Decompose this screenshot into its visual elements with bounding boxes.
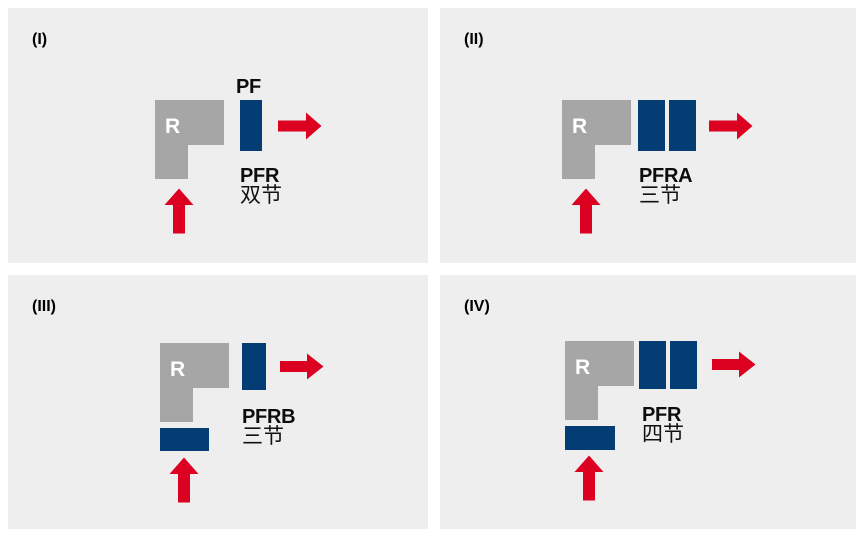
- caption-iii: PFRB 三节: [242, 406, 296, 449]
- module-code-label-pf: PF: [236, 76, 261, 98]
- robot-label-r: R: [575, 356, 591, 379]
- arrow-up-icon: [574, 455, 604, 501]
- arrow-right-icon: [709, 112, 753, 140]
- caption-cn-iv: 四节: [642, 423, 684, 447]
- module-bar-vertical-1: [242, 343, 266, 390]
- diagram-i: R PF PFR 双节: [8, 8, 428, 263]
- diagram-ii: R PFRA 三节: [440, 8, 856, 263]
- arrow-right-icon: [712, 351, 756, 378]
- module-bar-vertical-1: [240, 100, 262, 151]
- caption-i: PFR 双节: [240, 166, 282, 207]
- module-bar-vertical-2: [669, 100, 696, 151]
- panel-iv: (IV) R PFR 四节: [440, 275, 856, 529]
- arrow-up-icon: [164, 188, 194, 234]
- arrow-right-icon: [278, 112, 322, 140]
- module-bar-base: [160, 428, 209, 451]
- arrow-right-icon: [280, 353, 324, 380]
- arrow-up-icon: [169, 457, 199, 503]
- panel-i: (I) R PF: [8, 8, 428, 263]
- robot-arm-vertical: [160, 343, 193, 422]
- panel-iii: (III) R PFRB 三节: [8, 275, 428, 529]
- caption-cn-i: 双节: [240, 184, 282, 208]
- panel-label-iii: (III): [32, 298, 56, 315]
- arrow-up-icon: [571, 188, 601, 234]
- caption-iv: PFR 四节: [642, 405, 684, 446]
- robot-arm-vertical: [565, 341, 598, 420]
- caption-cn-ii: 三节: [639, 184, 681, 208]
- robot-label-r: R: [165, 115, 181, 138]
- panel-ii: (II) R PFRA 三节: [440, 8, 856, 263]
- caption-code-ii: PFRA: [639, 165, 693, 187]
- panel-label-ii: (II): [464, 31, 484, 48]
- caption-code-iv: PFR: [642, 404, 682, 426]
- robot-label-r: R: [170, 358, 186, 381]
- diagram-iv: R PFR 四节: [440, 275, 856, 529]
- module-bar-vertical-2: [670, 341, 697, 389]
- panel-label-iv: (IV): [464, 298, 490, 315]
- module-bar-vertical-1: [639, 341, 666, 389]
- robot-arm-vertical: [562, 100, 595, 179]
- panel-label-i: (I): [32, 31, 48, 48]
- caption-cn-iii: 三节: [242, 425, 284, 449]
- caption-code-iii: PFRB: [242, 406, 296, 428]
- module-bar-base: [565, 426, 615, 450]
- caption-code-i: PFR: [240, 165, 280, 187]
- diagram-iii: R PFRB 三节: [8, 275, 428, 529]
- module-bar-vertical-1: [638, 100, 665, 151]
- robot-arm-vertical: [155, 100, 188, 179]
- robot-label-r: R: [572, 115, 588, 138]
- caption-ii: PFRA 三节: [639, 165, 693, 208]
